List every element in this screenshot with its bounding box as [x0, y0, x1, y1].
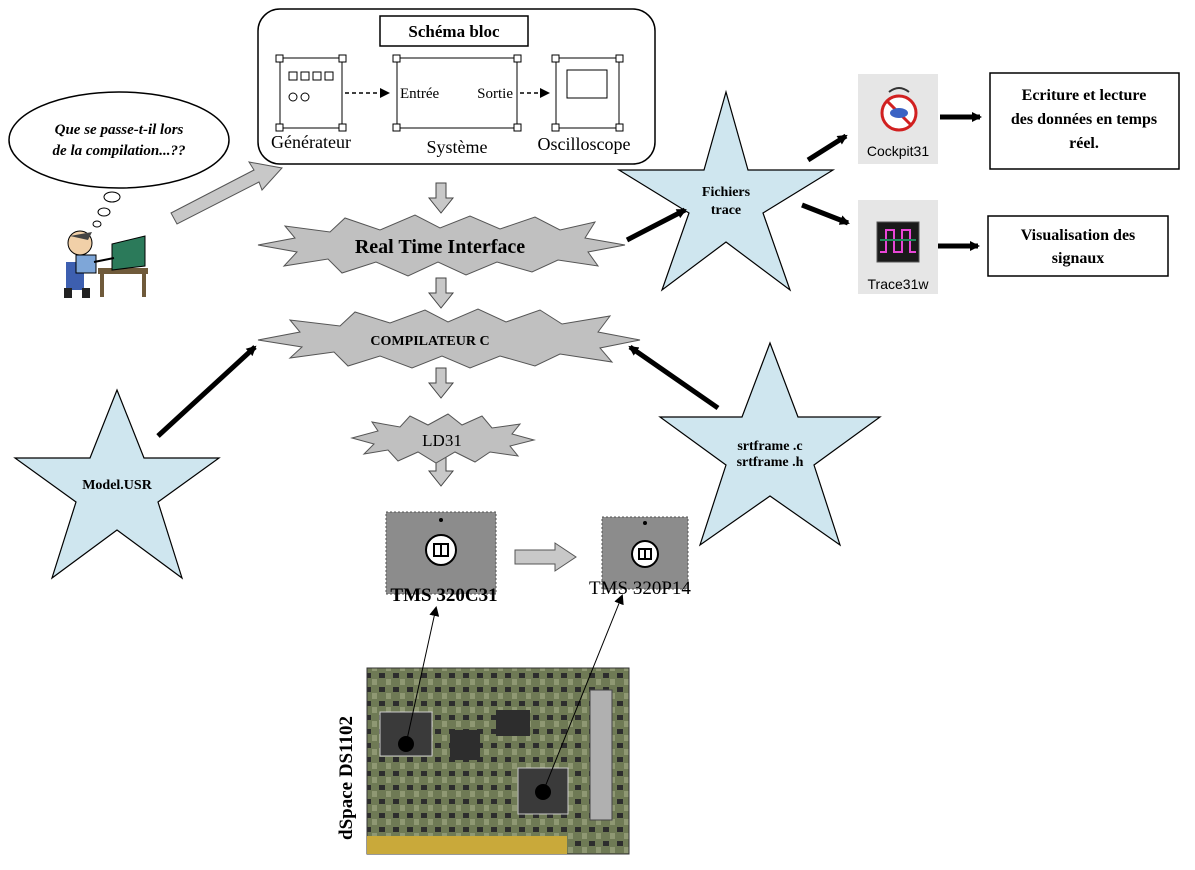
- user-to-diagram-arrow: [170, 161, 283, 225]
- generator-block: [275, 54, 347, 132]
- cockpit-result-box: Ecriture et lecture des données en temps…: [989, 72, 1180, 170]
- trace31w-icon[interactable]: [858, 200, 938, 294]
- rti-burst: [257, 214, 626, 277]
- cockpit-result-line-1: Ecriture et lecture: [1022, 87, 1147, 104]
- chip-to-chip-arrow: [514, 542, 577, 572]
- model-usr-star: [13, 388, 221, 580]
- cockpit-result-line-3: réel.: [1069, 135, 1099, 152]
- srtframe-line-2: srtframe .h: [737, 455, 804, 470]
- trace-files-star: [616, 89, 836, 292]
- trace-files-line-1: Fichiers: [702, 185, 751, 200]
- trace31w-label: Trace31w: [868, 276, 930, 292]
- oscilloscope-label: Oscilloscope: [538, 134, 631, 154]
- linker-burst: [350, 413, 536, 464]
- black-arrows: [156, 112, 982, 438]
- srtframe-star: [658, 341, 882, 547]
- cockpit-result-line-2: des données en temps: [1011, 111, 1157, 128]
- compiler-burst: [257, 308, 641, 369]
- system-output-port: Sortie: [477, 86, 513, 102]
- user-at-computer-icon: [64, 230, 148, 298]
- srtframe-line-1: srtframe .c: [737, 439, 802, 454]
- tms320c31-label: TMS 320C31: [390, 585, 497, 606]
- compiler-label: COMPILATEUR C: [370, 334, 489, 349]
- block-diagram-title-box: [379, 15, 529, 47]
- cockpit31-icon[interactable]: [858, 74, 938, 164]
- block-diagram-panel: Schéma bloc Générateur Entrée Sortie Sys: [257, 8, 656, 165]
- system-block: [392, 54, 522, 132]
- flow-arrows-down: [427, 182, 455, 487]
- system-input-port: Entrée: [400, 86, 439, 102]
- system-label: Système: [427, 137, 488, 157]
- tms320c31-chip: [385, 511, 497, 595]
- dspace-board-image: [366, 667, 630, 855]
- block-diagram-title: Schéma bloc: [408, 22, 500, 41]
- trace-result-box: Visualisation des signaux: [987, 215, 1169, 277]
- tms320p14-label: TMS 320P14: [589, 578, 691, 599]
- tms320p14-chip: [601, 516, 689, 590]
- trace-files-line-2: trace: [711, 203, 741, 218]
- trace-result-line-1: Visualisation des: [1021, 227, 1136, 244]
- rti-label: Real Time Interface: [355, 236, 525, 258]
- oscilloscope-block: [551, 54, 624, 132]
- thought-bubble: [8, 91, 230, 228]
- board-pointer-lines: [405, 594, 624, 793]
- generator-label: Générateur: [271, 132, 351, 152]
- dspace-board-label: dSpace DS1102: [336, 716, 357, 840]
- bubble-line-2: de la compilation...??: [53, 143, 186, 159]
- bubble-line-1: Que se passe-t-il lors: [55, 122, 184, 138]
- model-usr-label: Model.USR: [82, 478, 153, 493]
- trace-result-line-2: signaux: [1052, 250, 1104, 267]
- cockpit31-label: Cockpit31: [867, 143, 929, 159]
- linker-label: LD31: [422, 431, 462, 450]
